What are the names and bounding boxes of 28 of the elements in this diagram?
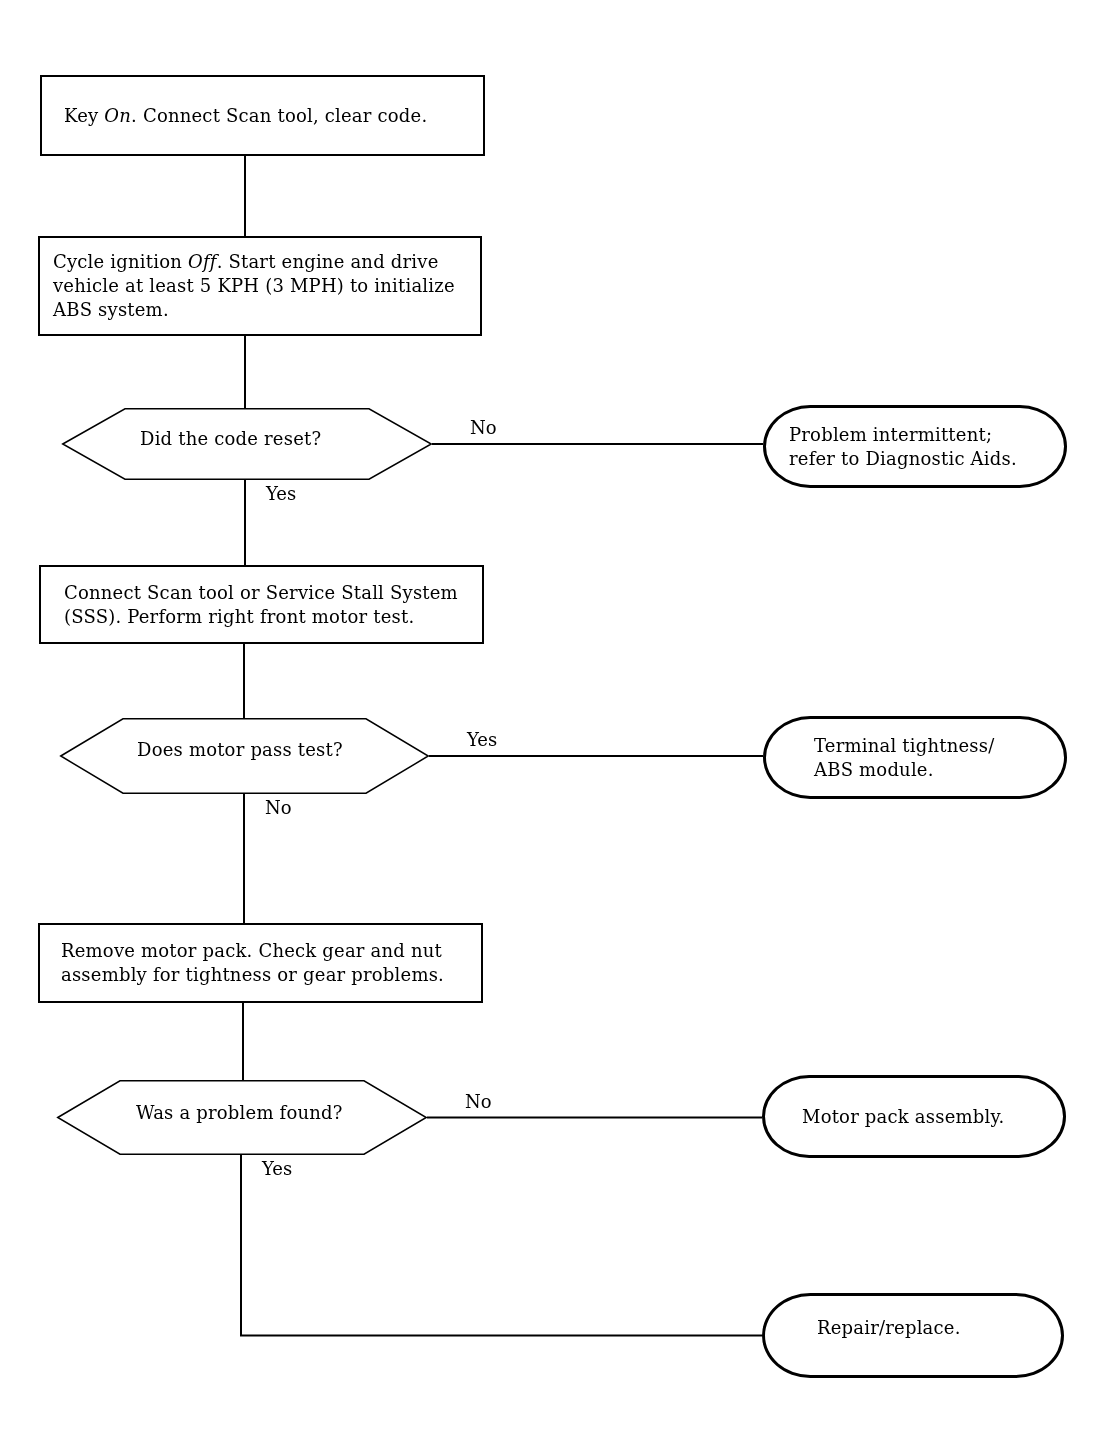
connector-line (242, 1002, 244, 1081)
process-box (38, 236, 482, 336)
question-text: Was a problem found? (136, 1100, 344, 1125)
connector-line (243, 643, 245, 719)
step-text: Remove motor pack. Check gear and nut assembly for tightness or gear problems. (61, 939, 446, 987)
connector-line (244, 155, 246, 237)
connector-line (240, 1154, 763, 1337)
decision-hexagon (57, 1080, 427, 1155)
decision-hexagon (62, 408, 432, 480)
result-text: Motor pack assembly. (802, 1104, 1006, 1129)
result-text: Problem intermittent; refer to Diagnostic Aids. (789, 422, 1018, 471)
process-box (39, 565, 484, 644)
connector-line (244, 335, 246, 409)
result-text: Terminal tightness/ ABS module. (814, 733, 996, 782)
question-text: Did the code reset? (140, 427, 323, 451)
step-text: Key On. Connect Scan tool, clear code. (64, 103, 429, 128)
connector-line (244, 479, 246, 566)
connector-line (243, 793, 245, 924)
connector-line (428, 755, 764, 757)
process-box (40, 75, 485, 156)
question-text: Does motor pass test? (137, 738, 344, 762)
process-box (38, 923, 483, 1003)
decision-hexagon (60, 718, 429, 794)
step-text: Cycle ignition Off. Start engine and drive vehicle at least 5 KPH (3 MPH) to initialize ABS system. (53, 250, 456, 322)
connector-line (431, 443, 764, 445)
connector-line (426, 1116, 763, 1119)
result-text: Repair/replace. (817, 1315, 962, 1340)
step-text: Connect Scan tool or Service Stall System (SSS). Perform right front motor test. (64, 580, 459, 629)
